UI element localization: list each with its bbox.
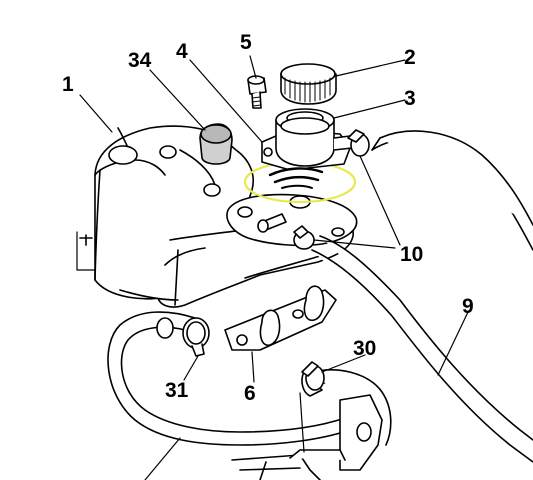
supply-hose [311, 235, 533, 463]
mount-bracket [231, 394, 383, 480]
callout-5: 5 [240, 31, 252, 54]
clamp-30 [301, 361, 325, 397]
callout-31: 31 [165, 379, 189, 402]
flange-bolt [257, 213, 287, 233]
filler-cap [280, 63, 337, 105]
callout-10: 10 [400, 243, 424, 266]
lower-hose [107, 311, 351, 446]
return-hose [371, 130, 533, 251]
leader-lines [76, 55, 469, 480]
filler-flange [226, 193, 358, 247]
plug [199, 123, 233, 165]
clamp-31 [182, 317, 210, 357]
screw [247, 75, 267, 109]
reservoir-body [79, 125, 354, 308]
callout-34: 34 [128, 49, 152, 72]
clamp-10-upper [347, 129, 370, 157]
callout-2: 2 [404, 46, 416, 69]
callout-3: 3 [404, 87, 416, 110]
hose-bracket [224, 285, 337, 351]
callout-30: 30 [353, 337, 377, 360]
callout-9: 9 [462, 295, 474, 318]
filler-neck [275, 108, 357, 167]
clamp-10-lower [293, 225, 315, 250]
callout-4: 4 [176, 40, 188, 63]
callout-1: 1 [62, 73, 74, 96]
pipe-stub [156, 317, 174, 339]
callout-6: 6 [244, 382, 256, 405]
